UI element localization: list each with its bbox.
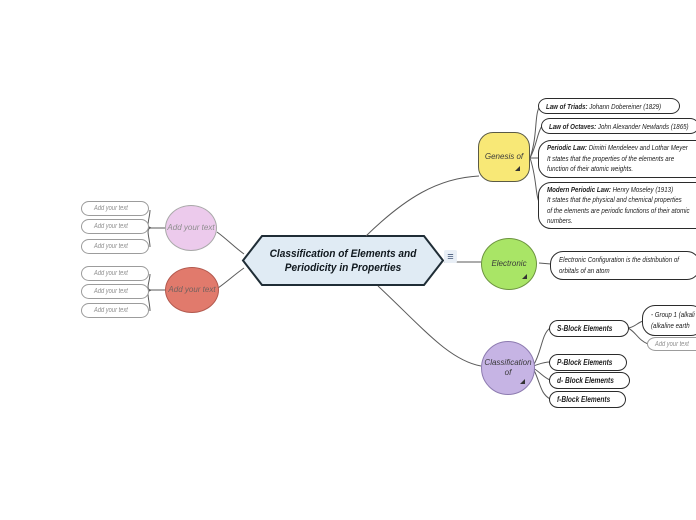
modern-law-line2: It states that the physical and chemical… — [547, 195, 682, 204]
law-of-octaves-text: Law of Octaves: John Alexander Newlands … — [549, 121, 689, 131]
law-of-triads-text: Law of Triads: Johann Dobereiner (1829) — [546, 101, 662, 111]
callout-s-block[interactable]: S-Block Elements — [549, 320, 629, 337]
s-block-label: S-Block Elements — [557, 324, 613, 333]
center-node-shape[interactable] — [241, 235, 445, 286]
connector-electronic-config — [538, 262, 552, 265]
modern-law-line4: numbers. — [547, 216, 573, 225]
callout-modern-periodic-law[interactable]: Modern Periodic Law: Henry Moseley (1913… — [538, 182, 696, 229]
branch-node-red-label: Add your text — [168, 285, 216, 294]
periodic-law-line3: function of their atomic weights. — [547, 164, 634, 174]
connector-red-child1 — [147, 273, 152, 291]
connector-pink-child3 — [147, 227, 152, 248]
connector-center-classification — [377, 285, 482, 367]
callout-periodic-law[interactable]: Periodic Law: Dimitri Mendeleev and Loth… — [538, 140, 696, 178]
collapse-triangle-icon[interactable] — [515, 166, 520, 171]
center-node-title[interactable]: Classification of Elements and Periodici… — [269, 248, 417, 274]
pink-child-3-label: Add your text — [94, 243, 129, 250]
periodic-law-line1: Periodic Law: Dimitri Mendeleev and Loth… — [547, 143, 688, 153]
red-child-2-label: Add your text — [94, 288, 129, 295]
connector-center-pink — [216, 231, 245, 255]
s-block-placeholder-label: Add your text — [655, 340, 689, 348]
pink-child-2[interactable]: Add your text — [81, 219, 149, 234]
callout-d-block[interactable]: d- Block Elements — [549, 372, 630, 389]
p-block-label: P-Block Elements — [557, 358, 613, 367]
s-block-group1-line2: (alkaline earth — [651, 320, 690, 330]
callout-s-block-placeholder[interactable]: Add your text — [647, 337, 696, 351]
pink-child-1[interactable]: Add your text — [81, 201, 149, 216]
callout-law-of-triads[interactable]: Law of Triads: Johann Dobereiner (1829) — [538, 98, 680, 114]
branch-node-electronic[interactable]: Electronic — [481, 238, 537, 290]
d-block-label: d- Block Elements — [557, 376, 614, 385]
callout-f-block[interactable]: f-Block Elements — [549, 391, 626, 408]
branch-node-classification-label: Classification of — [484, 358, 532, 377]
callout-p-block[interactable]: P-Block Elements — [549, 354, 627, 371]
collapse-triangle-icon[interactable] — [522, 274, 527, 279]
collapse-triangle-icon[interactable] — [520, 379, 525, 384]
red-child-3[interactable]: Add your text — [81, 303, 149, 318]
red-child-1-label: Add your text — [94, 270, 129, 277]
connector-genesis-octaves — [529, 125, 543, 159]
red-child-3-label: Add your text — [94, 307, 129, 314]
branch-node-pink[interactable]: Add your text — [165, 205, 217, 251]
branch-node-genesis-label: Genesis of — [484, 152, 524, 161]
s-block-group1-line1: - Group 1 (alkali — [651, 310, 695, 319]
pink-child-1-label: Add your text — [94, 205, 129, 212]
branch-node-pink-label: Add your text — [167, 223, 215, 232]
connector-sblock-group — [627, 320, 644, 329]
pink-child-2-label: Add your text — [94, 223, 129, 230]
red-child-2[interactable]: Add your text — [81, 284, 149, 299]
callout-s-block-group1[interactable]: - Group 1 (alkali (alkaline earth — [642, 305, 696, 336]
connector-class-fblock — [532, 367, 551, 400]
modern-law-line1: Modern Periodic Law: Henry Moseley (1913… — [547, 184, 674, 194]
connector-class-sblock — [532, 327, 551, 367]
connector-sblock-placeholder — [627, 327, 649, 345]
connector-center-red — [217, 267, 245, 289]
connector-class-pblock — [532, 361, 551, 367]
callout-electronic-configuration[interactable]: Electronic Configuration is the distribu… — [550, 251, 696, 280]
f-block-label: f-Block Elements — [557, 395, 611, 404]
pink-child-3[interactable]: Add your text — [81, 239, 149, 254]
callout-law-of-octaves[interactable]: Law of Octaves: John Alexander Newlands … — [541, 118, 696, 134]
branch-node-electronic-label: Electronic — [491, 259, 527, 268]
branch-node-classification[interactable]: Classification of — [481, 341, 535, 395]
connector-red-child3 — [147, 289, 152, 312]
branch-node-genesis[interactable]: Genesis of — [478, 132, 530, 182]
branch-node-red[interactable]: Add your text — [165, 267, 219, 313]
periodic-law-line2: It states that the properties of the ele… — [547, 153, 675, 163]
electronic-config-line2: orbitals of an atom — [559, 265, 610, 275]
menu-icon[interactable]: ≡ — [444, 250, 457, 263]
modern-law-line3: of the elements are periodic functions o… — [547, 205, 690, 215]
red-child-1[interactable]: Add your text — [81, 266, 149, 281]
connector-center-genesis — [365, 175, 480, 237]
electronic-config-line1: Electronic Configuration is the distribu… — [559, 255, 679, 264]
